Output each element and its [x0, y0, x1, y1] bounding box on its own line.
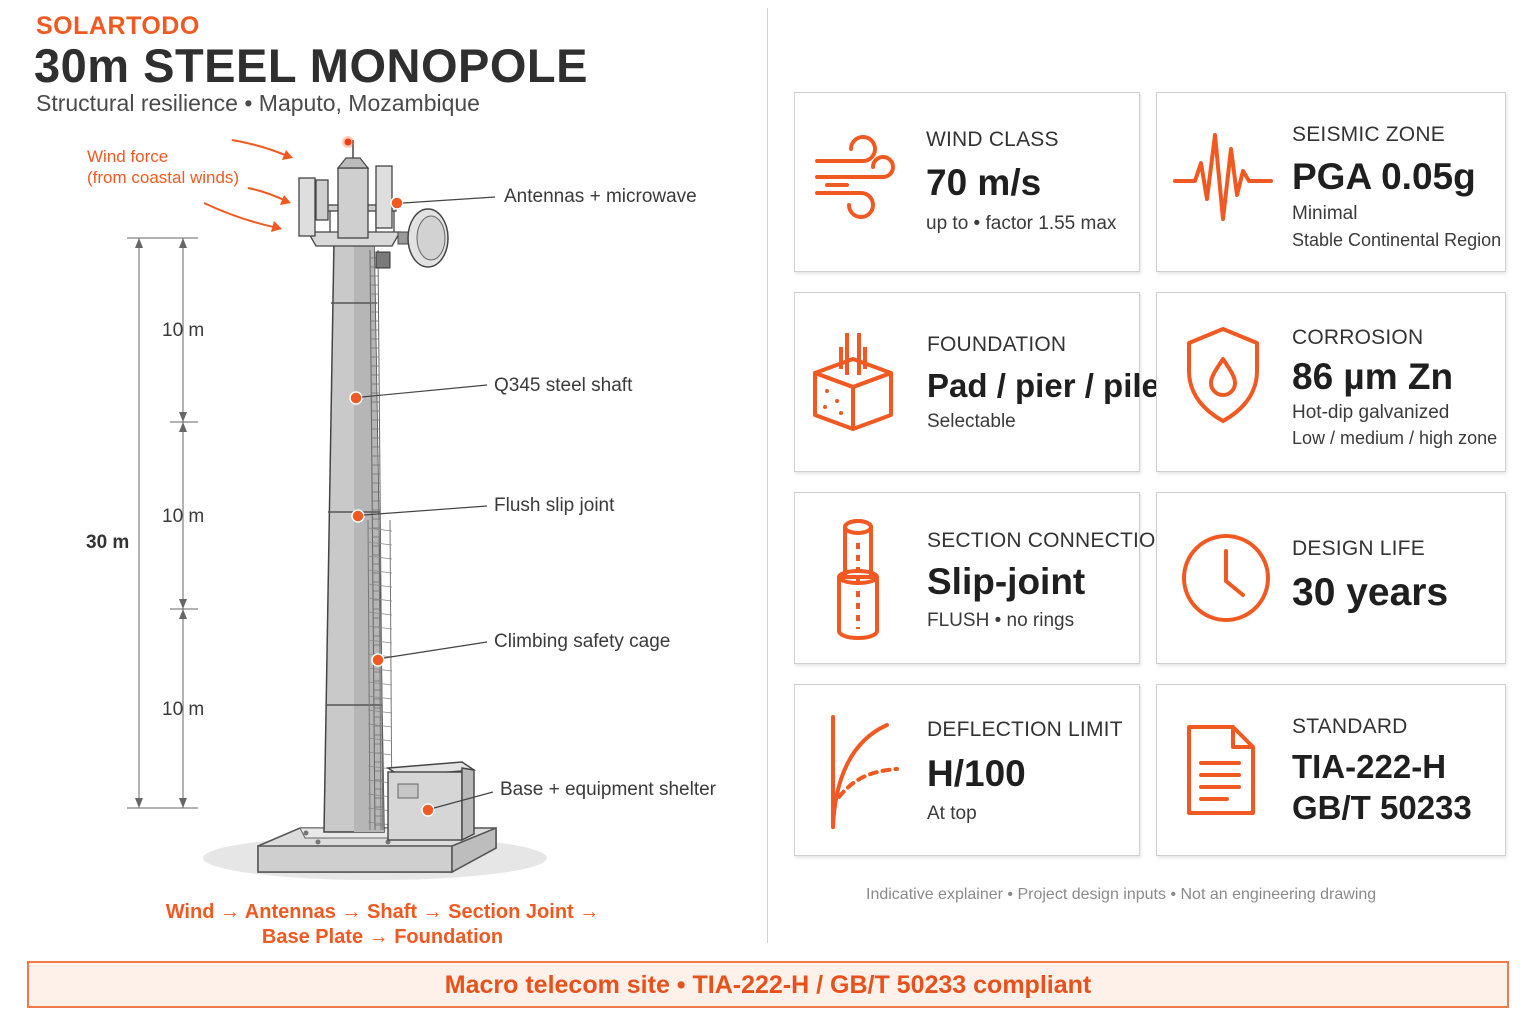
wind-note-line2: (from coastal winds) [87, 168, 240, 187]
shield-drop-icon [1187, 327, 1259, 423]
compliance-banner: Macro telecom site • TIA-222-H / GB/T 50… [27, 961, 1509, 1008]
cage-hoop [367, 597, 393, 602]
callout-slip-joint: Flush slip joint [494, 495, 615, 516]
design-life-label: DESIGN LIFE [1292, 537, 1425, 560]
cage-hoop [367, 555, 393, 560]
document-icon [1187, 725, 1255, 815]
card-wind-class: WIND CLASS 70 m/s up to • factor 1.55 ma… [794, 92, 1140, 272]
cage-hoop [367, 611, 393, 616]
callout-antennas: Antennas + microwave [504, 186, 697, 207]
wind-note-line1: Wind force [87, 147, 169, 166]
section-connection-value: Slip-joint [927, 561, 1086, 602]
page-subtitle: Structural resilience • Maputo, Mozambiq… [36, 90, 480, 116]
wind-class-label: WIND CLASS [926, 128, 1059, 151]
cage-hoop [367, 667, 393, 672]
panel-antennas [298, 165, 393, 237]
dimension-section-bottom: 10 m [162, 699, 205, 720]
corrosion-sub2: Low / medium / high zone [1292, 428, 1498, 448]
brand-name: SOLARTODO [36, 12, 200, 40]
cage-hoop [367, 569, 393, 574]
cage-hoop [367, 625, 393, 630]
foundation-value: Pad / pier / pile [927, 367, 1160, 404]
corrosion-value: 86 µm Zn [1292, 356, 1454, 397]
cage-hoop [367, 709, 393, 714]
deflection-limit-value: H/100 [927, 753, 1026, 794]
foundation-sub: Selectable [927, 411, 1016, 432]
standard-value-1: TIA-222-H [1292, 748, 1447, 785]
cage-hoop [367, 639, 393, 644]
clock-icon [1182, 534, 1270, 622]
cage-hoop [367, 541, 393, 546]
cage-hoop [367, 695, 393, 700]
page-title: 30m STEEL MONOPOLE [34, 39, 588, 92]
callout-cage: Climbing safety cage [494, 631, 671, 652]
card-design-life: DESIGN LIFE 30 years [1156, 492, 1506, 664]
seismic-wave-icon [1173, 133, 1273, 221]
wind-force-note: Wind force (from coastal winds) [87, 146, 239, 188]
wind-class-sub: up to • factor 1.55 max [926, 213, 1117, 234]
dimension-total-height: 30 m [86, 532, 130, 553]
corrosion-sub: Hot-dip galvanized [1292, 402, 1450, 423]
cage-hoop [367, 737, 393, 742]
card-foundation: FOUNDATION Pad / pier / pile Selectable [794, 292, 1160, 472]
ladder [369, 249, 384, 831]
cage-hoop [367, 723, 393, 728]
card-section-connection: SECTION CONNECTION Slip-joint FLUSH • no… [794, 492, 1171, 664]
dimension-section-top: 10 m [162, 320, 205, 341]
standard-label: STANDARD [1292, 715, 1408, 738]
wind-class-value: 70 m/s [926, 162, 1042, 203]
design-life-value: 30 years [1292, 571, 1449, 614]
load-path-line1: Wind → Antennas → Shaft → Section Joint … [165, 901, 600, 923]
deflection-limit-label: DEFLECTION LIMIT [927, 718, 1123, 741]
deflection-limit-sub: At top [927, 803, 977, 824]
section-connection-sub: FLUSH • no rings [927, 610, 1075, 631]
column-divider [767, 8, 768, 943]
seismic-zone-value: PGA 0.05g [1292, 156, 1476, 197]
cage-hoop [367, 583, 393, 588]
dimension-section-mid: 10 m [162, 506, 205, 527]
seismic-zone-sub2: Stable Continental Region [1292, 230, 1502, 250]
deflection-curve-icon [831, 715, 899, 829]
card-standard: STANDARD TIA-222-H GB/T 50233 [1156, 684, 1506, 856]
callout-shelter: Base + equipment shelter [500, 779, 716, 800]
wind-icon [815, 135, 895, 219]
section-connection-label: SECTION CONNECTION [927, 529, 1171, 552]
callout-shaft: Q345 steel shaft [494, 375, 633, 396]
cage-hoop [367, 751, 393, 756]
card-deflection-limit: DEFLECTION LIMIT H/100 At top [794, 684, 1140, 856]
standard-value-2: GB/T 50233 [1292, 789, 1472, 826]
slip-joint-icon [837, 519, 879, 640]
foundation-block-icon [813, 333, 893, 431]
cage-hoop [367, 681, 393, 686]
microwave-dish [397, 208, 449, 268]
monopole-illustration [127, 136, 547, 880]
corrosion-label: CORROSION [1292, 326, 1424, 349]
foundation-label: FOUNDATION [927, 333, 1067, 356]
card-corrosion: CORROSION 86 µm Zn Hot-dip galvanized Lo… [1156, 292, 1506, 472]
disclaimer-note: Indicative explainer • Project design in… [866, 886, 1377, 903]
seismic-zone-label: SEISMIC ZONE [1292, 123, 1445, 146]
card-seismic-zone: SEISMIC ZONE PGA 0.05g Minimal Stable Co… [1156, 92, 1506, 272]
cage-hoop [367, 527, 393, 532]
load-path-line2: Base Plate → Foundation [261, 926, 504, 948]
seismic-zone-sub: Minimal [1292, 203, 1358, 224]
